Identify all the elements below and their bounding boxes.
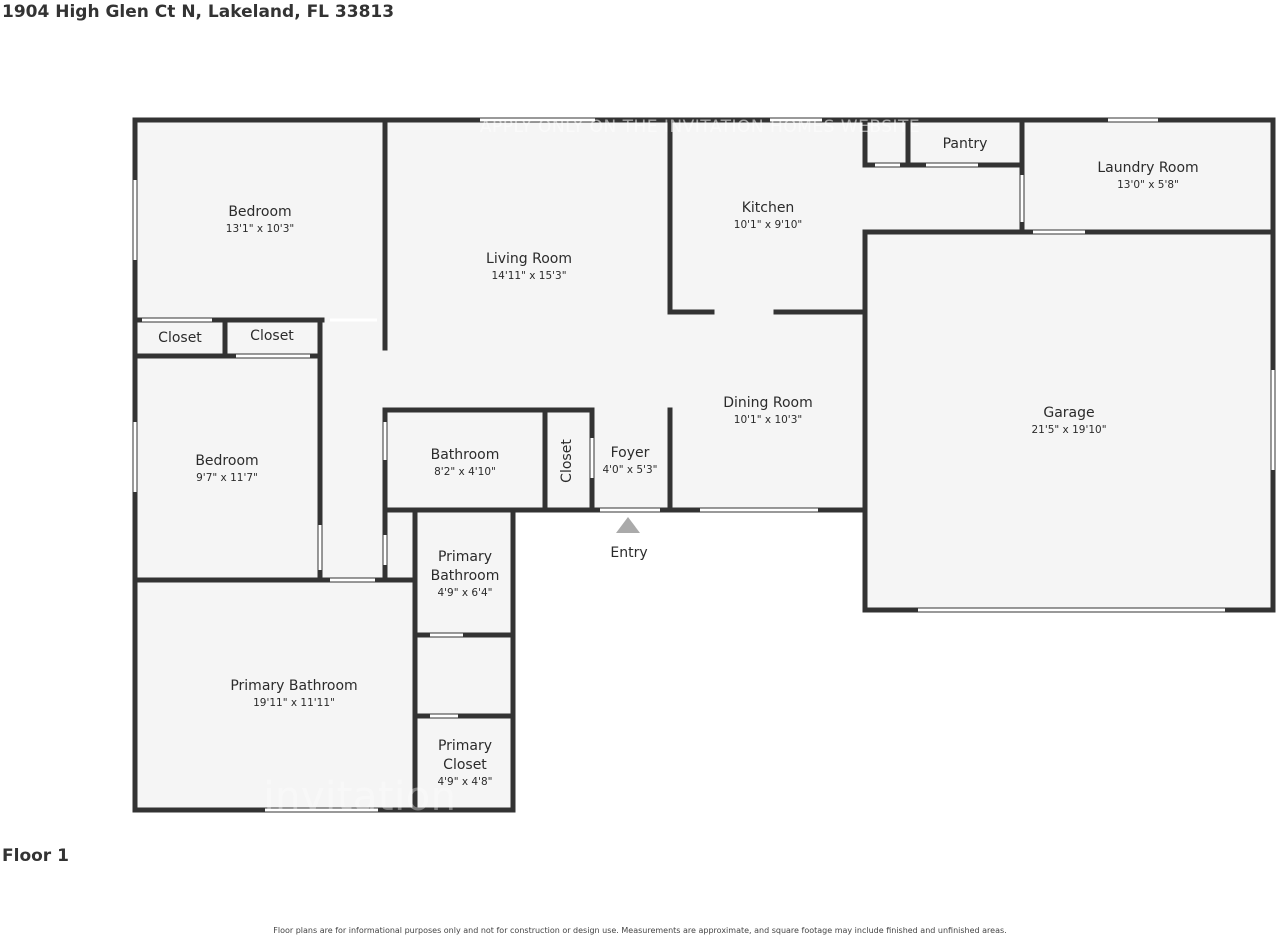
watermark-bottom: invitation [263, 774, 456, 820]
closet3-name: Closet [559, 439, 575, 483]
watermark-top: APPLY ONLY ON THE INVITATION HOMES WEBSI… [480, 117, 920, 137]
garage-dims: 21'5" x 19'10" [1031, 424, 1106, 436]
bedroom2-name: Bedroom [195, 453, 258, 469]
primary-bath-small-name-line1: Primary [438, 549, 492, 565]
room-labels: Bedroom 13'1" x 10'3" Living Room 14'11"… [158, 136, 1199, 788]
bathroom-name: Bathroom [431, 447, 500, 463]
entry-label: Entry [610, 545, 647, 561]
pantry-name: Pantry [943, 136, 988, 152]
floor-fills [135, 120, 1273, 810]
entry-arrow-icon [616, 517, 640, 533]
bedroom1-dims: 13'1" x 10'3" [226, 223, 294, 235]
bedroom1-name: Bedroom [228, 204, 291, 220]
bathroom-dims: 8'2" x 4'10" [434, 466, 496, 478]
closet2-name: Closet [250, 328, 294, 344]
primary-bath-small-name-line2: Bathroom [431, 568, 500, 584]
kitchen-name: Kitchen [742, 200, 795, 216]
property-address: 1904 High Glen Ct N, Lakeland, FL 33813 [2, 2, 395, 22]
foyer-name: Foyer [611, 445, 650, 461]
primary-closet-name-line2: Closet [443, 757, 487, 773]
primary-bath-large-dims: 19'11" x 11'11" [253, 697, 335, 709]
bedroom2-dims: 9'7" x 11'7" [196, 472, 258, 484]
primary-closet-name-line1: Primary [438, 738, 492, 754]
dining-room-name: Dining Room [723, 395, 813, 411]
primary-closet-dims: 4'9" x 4'8" [437, 776, 492, 788]
disclaimer: Floor plans are for informational purpos… [273, 926, 1007, 935]
laundry-room-dims: 13'0" x 5'8" [1117, 179, 1179, 191]
floor-label: Floor 1 [2, 846, 69, 866]
primary-bath-large-name: Primary Bathroom [230, 678, 357, 694]
foyer-dims: 4'0" x 5'3" [602, 464, 657, 476]
garage-name: Garage [1043, 405, 1094, 421]
living-room-name: Living Room [486, 251, 572, 267]
kitchen-dims: 10'1" x 9'10" [734, 219, 802, 231]
laundry-room-name: Laundry Room [1097, 160, 1198, 176]
wall-openings [133, 118, 1275, 812]
closet1-name: Closet [158, 330, 202, 346]
dining-room-dims: 10'1" x 10'3" [734, 414, 802, 426]
living-room-dims: 14'11" x 15'3" [491, 270, 566, 282]
primary-bath-small-dims: 4'9" x 6'4" [437, 587, 492, 599]
